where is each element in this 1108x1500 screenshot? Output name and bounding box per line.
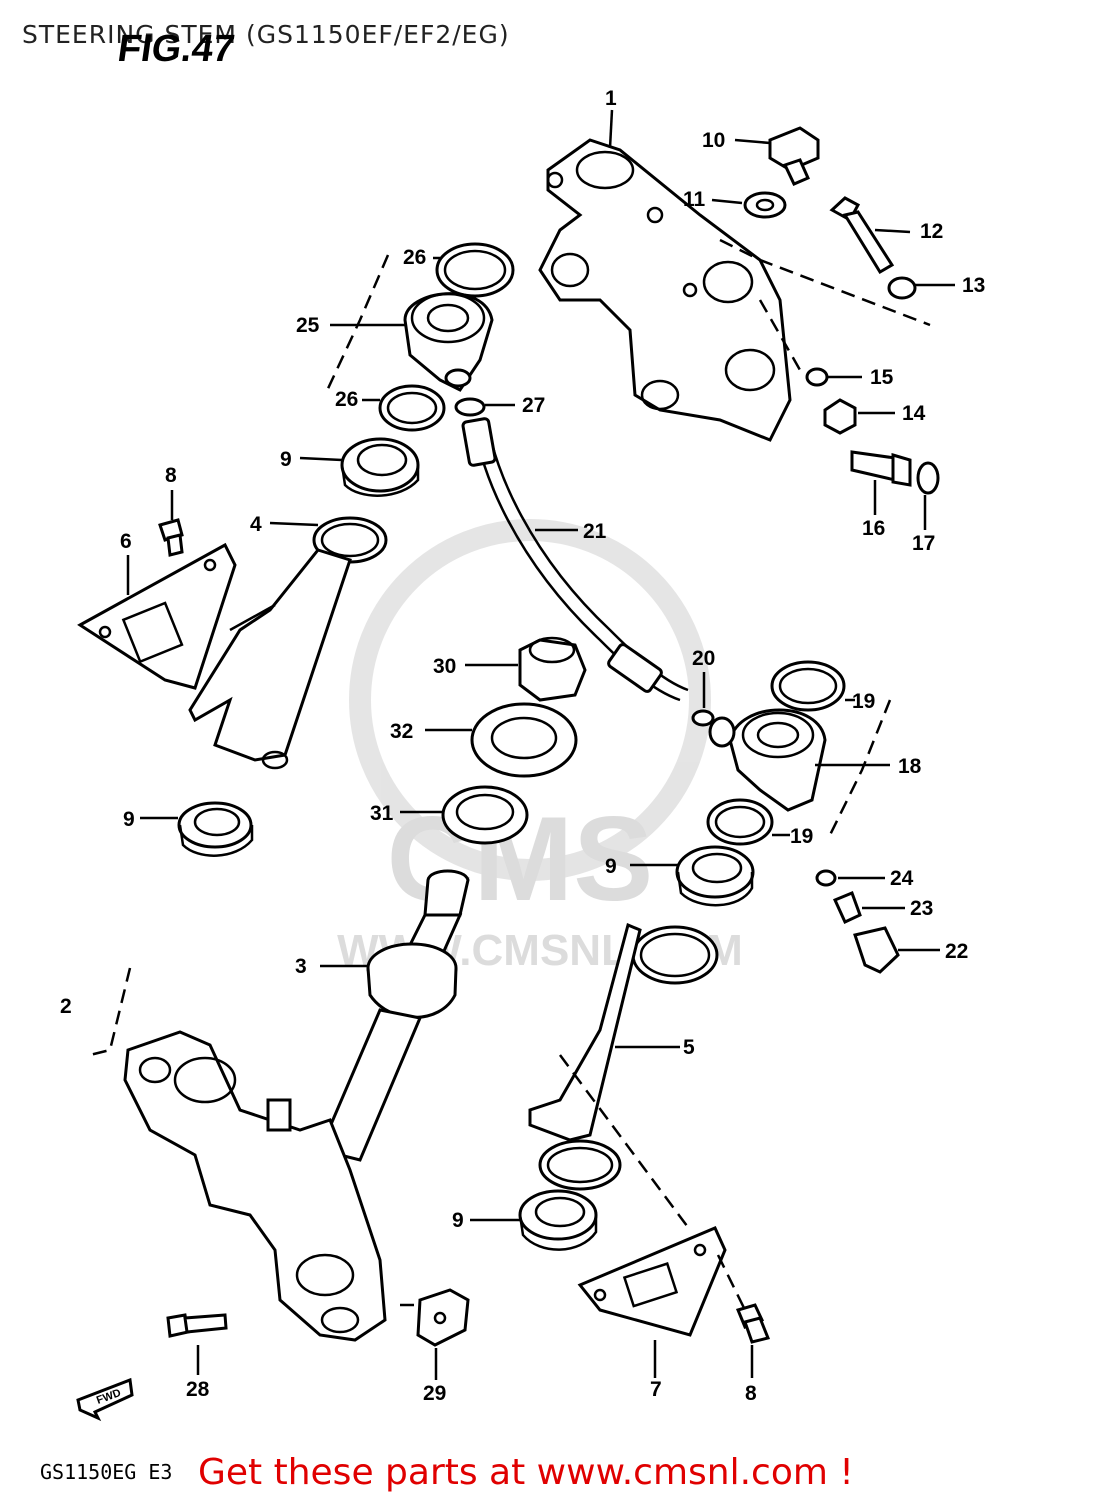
forward-direction-arrow-icon: FWD — [76, 1377, 134, 1422]
callout-8-upper: 8 — [165, 464, 177, 487]
callout-8-lower: 8 — [745, 1382, 757, 1405]
model-code: GS1150EG E3 — [40, 1460, 173, 1484]
bolt-part-16 — [850, 450, 912, 487]
callout-17: 17 — [912, 532, 935, 555]
callout-2: 2 — [60, 995, 72, 1018]
callout-19-lower: 19 — [790, 825, 813, 848]
callout-24: 24 — [890, 867, 914, 890]
bolt-part-23 — [832, 891, 862, 924]
washer-part-27 — [454, 397, 486, 417]
plate-part-6 — [77, 542, 237, 690]
race-part-31 — [441, 785, 529, 845]
steering-stem-part-3 — [317, 869, 470, 1162]
clamp-part-29 — [416, 1288, 470, 1347]
callout-27: 27 — [522, 394, 545, 417]
bracket-part-5 — [528, 922, 719, 1191]
callout-31: 31 — [370, 802, 394, 825]
seal-part-32 — [470, 702, 578, 778]
nut-part-30 — [518, 636, 587, 702]
callout-30: 30 — [433, 655, 456, 678]
bolt-part-10 — [768, 126, 820, 186]
callout-19-upper: 19 — [852, 690, 875, 713]
callout-15: 15 — [870, 366, 894, 389]
parts-store-link[interactable]: Get these parts at www.cmsnl.com ! — [198, 1452, 854, 1493]
bearing-part-9-lower — [518, 1189, 598, 1251]
callout-22: 22 — [945, 940, 968, 963]
callout-21: 21 — [583, 520, 607, 543]
page-title: STEERING STEM (GS1150EF/EF2/EG) — [22, 20, 510, 49]
callout-23: 23 — [910, 897, 933, 920]
callout-14: 14 — [902, 402, 926, 425]
callout-26-upper: 26 — [403, 246, 426, 269]
washer-part-17 — [916, 461, 940, 495]
washer-part-20 — [691, 709, 715, 727]
callout-1: 1 — [605, 87, 617, 110]
callout-9-right: 9 — [605, 855, 617, 878]
callout-9-upper: 9 — [280, 448, 292, 471]
callout-25: 25 — [296, 314, 320, 337]
washer-part-24 — [815, 869, 837, 887]
callout-numbers: 1 10 11 12 13 26 25 26 27 15 14 9 8 4 6 … — [60, 87, 985, 1405]
washer-part-11 — [743, 191, 787, 219]
bolt-part-12 — [829, 196, 895, 275]
screw-part-8-lower — [735, 1303, 771, 1344]
callout-11: 11 — [683, 188, 706, 211]
callout-26-lower: 26 — [335, 388, 358, 411]
callout-6: 6 — [120, 530, 132, 553]
callout-9-mid: 9 — [123, 808, 135, 831]
brake-joint-part-18 — [708, 708, 827, 812]
nut-part-14 — [823, 398, 857, 435]
callout-13: 13 — [962, 274, 985, 297]
washer-part-13 — [887, 276, 917, 300]
switch-part-22 — [853, 926, 900, 974]
callout-28: 28 — [186, 1378, 210, 1401]
callout-12: 12 — [920, 220, 943, 243]
brake-hose-part-21 — [461, 417, 689, 702]
brake-joint-part-25 — [403, 292, 494, 392]
upper-bracket-part-1 — [538, 138, 792, 442]
callout-16: 16 — [862, 517, 885, 540]
lower-bracket-part-2 — [123, 1030, 387, 1342]
callout-7: 7 — [650, 1378, 662, 1401]
screw-part-8-upper — [158, 518, 184, 557]
plate-part-7 — [577, 1226, 727, 1337]
callout-9-lower: 9 — [452, 1209, 464, 1232]
callout-5: 5 — [683, 1036, 695, 1059]
holder-part-4 — [188, 516, 388, 770]
bearing-part-9-right — [675, 845, 755, 907]
callout-20: 20 — [692, 647, 715, 670]
callout-18: 18 — [898, 755, 922, 778]
callout-10: 10 — [702, 129, 725, 152]
washer-part-15 — [805, 367, 829, 387]
bearing-part-9-mid — [177, 801, 254, 857]
leader-lines — [126, 109, 955, 1380]
callout-29: 29 — [423, 1382, 446, 1405]
bearing-part-9-upper — [340, 437, 420, 497]
bolt-part-28 — [166, 1313, 228, 1338]
o-ring-part-26-upper — [435, 242, 515, 298]
callout-3: 3 — [295, 955, 307, 978]
callout-32: 32 — [390, 720, 413, 743]
callout-4: 4 — [250, 513, 262, 536]
